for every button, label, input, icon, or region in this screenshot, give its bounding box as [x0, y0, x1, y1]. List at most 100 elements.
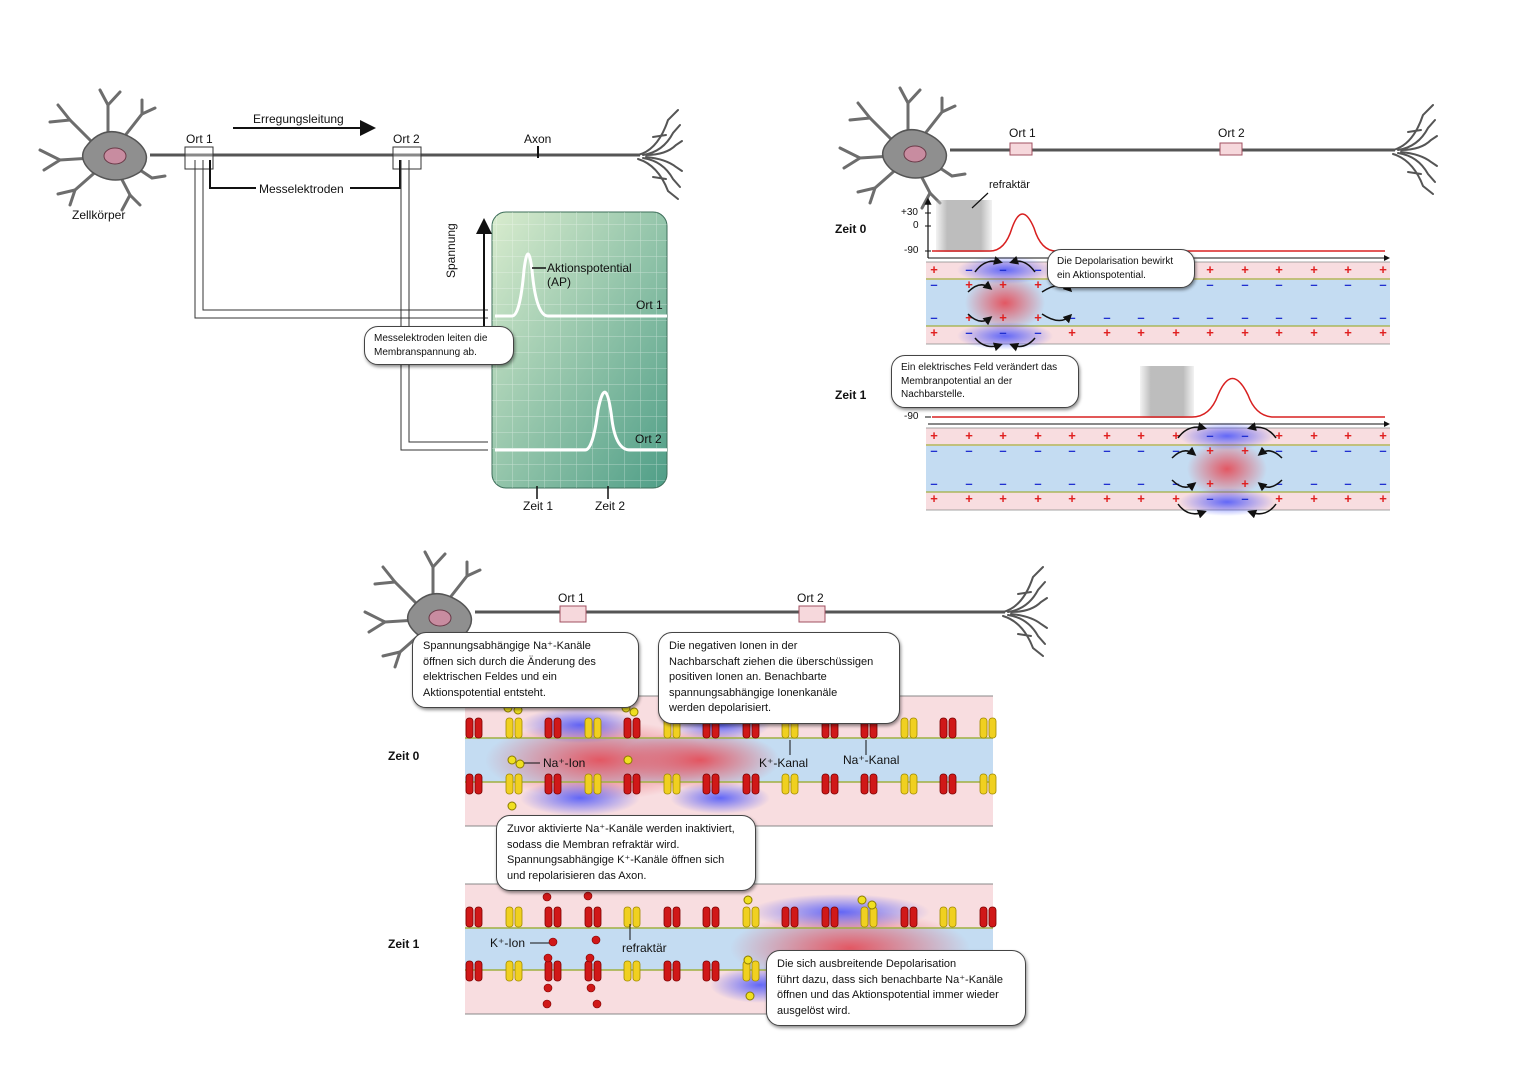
bubble-line: Messelektroden leiten die — [374, 333, 488, 344]
p2-tick-0: 0 — [913, 220, 919, 231]
charge-symbol: – — [1068, 443, 1075, 458]
charge-symbol: – — [999, 262, 1006, 277]
bubble-line: elektrischen Feldes und ein — [423, 671, 557, 683]
bubble-line: ausgelöst wird. — [777, 1004, 851, 1017]
charge-symbol: + — [1172, 325, 1180, 340]
bubble-line: werden depolarisiert. — [669, 702, 772, 714]
charge-symbol: – — [930, 476, 937, 491]
charge-symbol: + — [1034, 310, 1042, 325]
charge-symbol: + — [1310, 428, 1318, 443]
charge-symbol: – — [930, 443, 937, 458]
charge-symbol: + — [1344, 325, 1352, 340]
charge-symbol: + — [1241, 476, 1249, 491]
charge-symbol: – — [1034, 325, 1041, 340]
p1-spannung-axis-label: Spannung — [444, 223, 458, 278]
charge-symbol: + — [1103, 428, 1111, 443]
charge-symbol: – — [1241, 310, 1248, 325]
p1-zeit2-label: Zeit 2 — [595, 499, 626, 513]
bubble-line: Nachbarschaft ziehen die überschüssigen — [669, 655, 874, 668]
p3-k-kanal-label: K⁺-Kanal — [759, 756, 809, 770]
bubble-line: Zuvor aktivierte Na⁺-Kanäle werden inakt… — [507, 823, 735, 835]
charge-symbol: + — [1068, 325, 1076, 340]
charge-symbol: + — [965, 277, 973, 292]
charge-symbol: + — [1172, 491, 1180, 506]
charge-symbol: – — [1310, 310, 1317, 325]
charge-symbol: – — [1275, 443, 1282, 458]
charge-symbol: – — [930, 277, 937, 292]
charge-symbol: + — [1206, 443, 1214, 458]
bubble-line: Die Depolarisation bewirkt — [1057, 256, 1174, 267]
p3-refraktaer-label: refraktär — [622, 941, 667, 955]
bubble-line: öffnen sich durch die Änderung des — [423, 655, 596, 668]
charge-symbol: – — [1206, 491, 1213, 506]
charge-symbol: – — [1241, 277, 1248, 292]
charge-symbol: + — [1206, 476, 1214, 491]
charge-symbol: – — [999, 443, 1006, 458]
charge-symbol: + — [1137, 325, 1145, 340]
charge-symbol: + — [930, 262, 938, 277]
charge-symbol: + — [1344, 262, 1352, 277]
charge-symbol: – — [1034, 443, 1041, 458]
charge-symbol: – — [965, 325, 972, 340]
charge-symbol: – — [1172, 310, 1179, 325]
charge-symbol: – — [1379, 277, 1386, 292]
charge-symbol: + — [930, 325, 938, 340]
charge-symbol: + — [965, 428, 973, 443]
charge-symbol: – — [1241, 428, 1248, 443]
charge-symbol: – — [1206, 277, 1213, 292]
charge-symbol: + — [965, 310, 973, 325]
charge-symbol: – — [1310, 443, 1317, 458]
charge-symbol: – — [965, 476, 972, 491]
charge-symbol: – — [965, 262, 972, 277]
charge-symbol: – — [1172, 443, 1179, 458]
charge-symbol: – — [1034, 262, 1041, 277]
charge-symbol: + — [1241, 443, 1249, 458]
p3-na-channels-open-bubble: Spannungsabhängige Na⁺-Kanäle öffnen sic… — [412, 632, 639, 708]
p1-erregungsleitung-label: Erregungsleitung — [253, 112, 344, 126]
charge-symbol: + — [999, 310, 1007, 325]
p2-depolarisation-bubble: Die Depolarisation bewirkt ein Aktionspo… — [1047, 249, 1195, 288]
p2-tick-minus90-t1: -90 — [904, 411, 919, 422]
charge-symbol: – — [1344, 443, 1351, 458]
charge-symbol: + — [1068, 428, 1076, 443]
p3-k-ion-label: K⁺-Ion — [490, 936, 526, 950]
charge-symbol: – — [1034, 476, 1041, 491]
p2-ort2-label: Ort 2 — [1218, 126, 1245, 140]
charge-symbol: + — [1103, 491, 1111, 506]
bubble-line: Ein elektrisches Feld verändert das — [901, 362, 1058, 373]
bubble-line: spannungsabhängige Ionenkanäle — [669, 686, 838, 699]
charge-symbol: + — [1206, 262, 1214, 277]
charge-symbol: + — [1344, 428, 1352, 443]
charge-symbol: – — [1206, 310, 1213, 325]
charge-symbol: + — [999, 428, 1007, 443]
p3-ort1-label: Ort 1 — [558, 591, 585, 605]
charge-symbol: – — [999, 325, 1006, 340]
bubble-line: und repolarisieren das Axon. — [507, 869, 647, 882]
p2-zeit0-label: Zeit 0 — [835, 222, 867, 236]
charge-symbol: + — [1241, 325, 1249, 340]
p2-tick-plus30: +30 — [901, 207, 918, 218]
p2-zeit1-label: Zeit 1 — [835, 388, 867, 402]
trace-ort1 — [495, 252, 667, 318]
p3-zeit1-label: Zeit 1 — [388, 937, 420, 951]
charge-symbol: – — [1310, 476, 1317, 491]
charge-symbol: + — [1379, 491, 1387, 506]
charge-symbol: – — [1275, 277, 1282, 292]
p2-electric-field-bubble: Ein elektrisches Feld verändert das Memb… — [891, 355, 1079, 408]
charge-symbol: – — [1275, 310, 1282, 325]
charge-symbol: – — [1137, 310, 1144, 325]
bubble-line: öffnen und das Aktionspotential immer wi… — [777, 989, 999, 1001]
charge-symbol: + — [1241, 262, 1249, 277]
p2-refraktaer-label: refraktär — [989, 179, 1030, 191]
charge-symbol: + — [1275, 325, 1283, 340]
charge-symbol: + — [965, 491, 973, 506]
p1-trace-ort1-label: Ort 1 — [636, 298, 663, 312]
p3-na-ion-label: Na⁺-Ion — [543, 756, 586, 770]
p3-ort2-label: Ort 2 — [797, 591, 824, 605]
p2-ort1-label: Ort 1 — [1009, 126, 1036, 140]
panel-1-neuron-measurement — [38, 88, 683, 499]
charge-symbol: – — [1379, 310, 1386, 325]
p1-ort1-label: Ort 1 — [186, 132, 213, 146]
bubble-line: sodass die Membran refraktär wird. — [507, 838, 680, 851]
charge-symbol: – — [1103, 310, 1110, 325]
